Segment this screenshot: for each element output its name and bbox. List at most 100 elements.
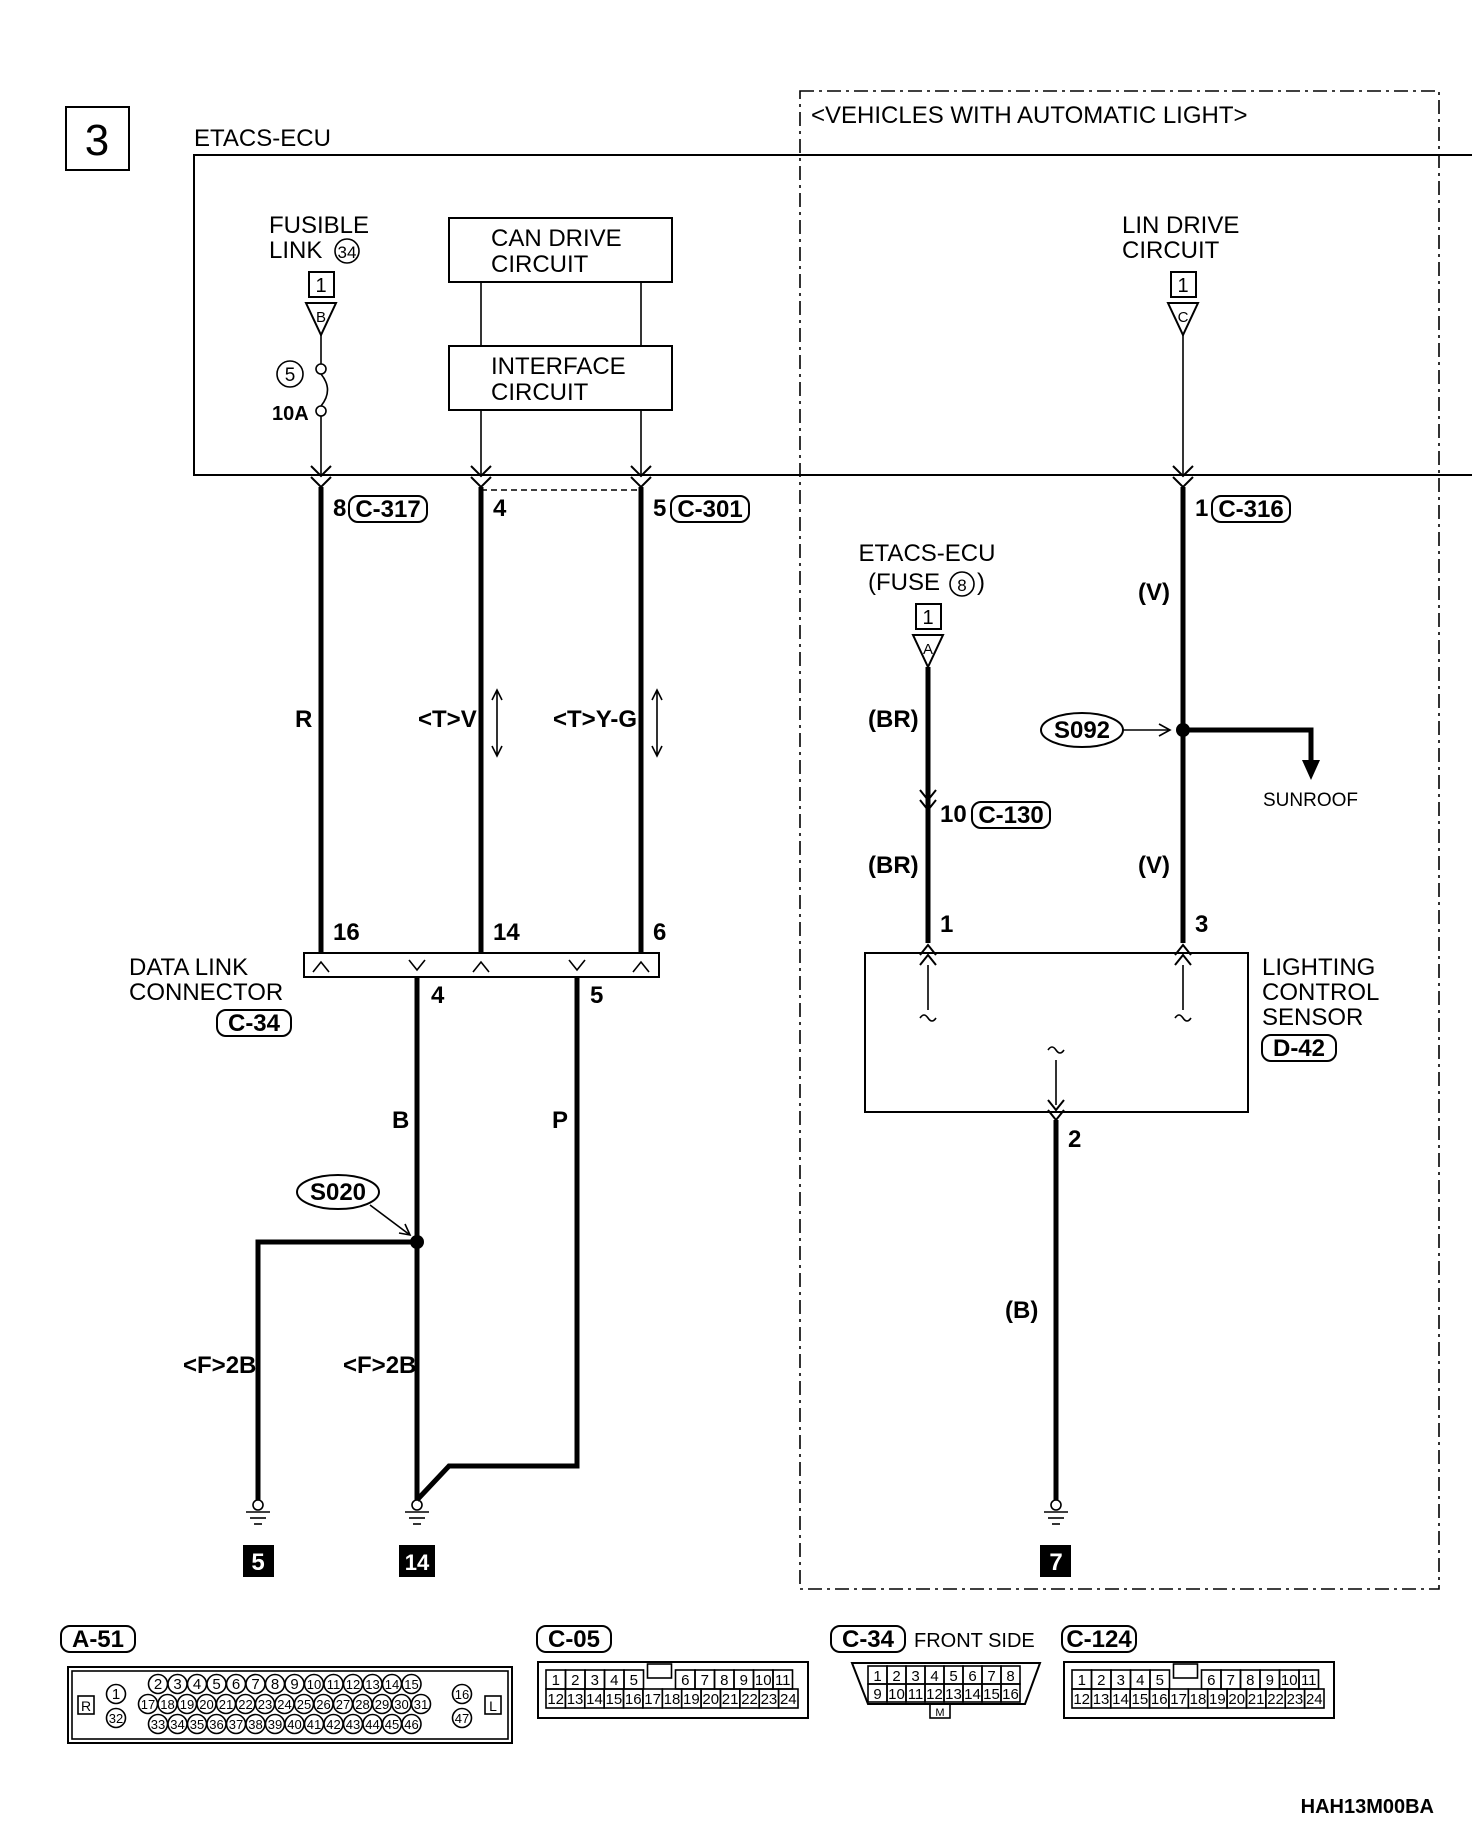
a51-pin-number: 29 — [375, 1697, 389, 1712]
c124-pins-pin-number: 20 — [1228, 1691, 1245, 1708]
a51-pin-number: 39 — [268, 1717, 282, 1732]
c05-pins-pin-number: 22 — [741, 1691, 758, 1708]
sensor-pin-1: 1 — [940, 911, 953, 938]
c34-pin-number: 8 — [1006, 1668, 1014, 1685]
fuse8-terminal-triangle — [911, 634, 945, 670]
c05-pins-pin-number: 7 — [701, 1672, 709, 1689]
a51-pin — [451, 1707, 473, 1729]
c34-pin-number: 6 — [968, 1668, 976, 1685]
c05-pins-pin-number: 12 — [547, 1691, 564, 1708]
c05-pins-pin-number: 6 — [681, 1672, 689, 1689]
c34-pin-number: 7 — [987, 1668, 995, 1685]
fusible-link-terminal-triangle — [304, 302, 338, 338]
ecu-pin-1: 1 — [1195, 495, 1208, 522]
a51-left-tag: R — [81, 1698, 91, 1714]
page-number: 3 — [85, 116, 109, 165]
c34-key-box — [929, 1703, 951, 1719]
c05-pins-pin-number: 13 — [567, 1691, 584, 1708]
ground-7-badge — [1040, 1545, 1071, 1577]
c124-pins-pin-number: 9 — [1266, 1672, 1274, 1689]
dlc-line1: DATA LINK — [129, 954, 248, 981]
c05-pins-pin-number: 14 — [586, 1691, 603, 1708]
ecu-terminal-marks — [310, 465, 1194, 489]
fusible-link: FUSIBLE LINK 34 1 B — [269, 212, 369, 338]
c124-pins-pin-number: 8 — [1246, 1672, 1254, 1689]
fusible-link-number: 34 — [338, 243, 357, 262]
fuse8-line2a: (FUSE — [868, 569, 940, 596]
fuse8-line2b: ) — [977, 569, 985, 596]
c05-pins-pin-number: 4 — [610, 1672, 618, 1689]
c124-pins-pin-number: 23 — [1287, 1691, 1304, 1708]
c124-pins-pin-number: 6 — [1207, 1672, 1215, 1689]
lin-terminal-triangle — [1166, 302, 1200, 338]
c124-pins-latch — [1172, 1663, 1199, 1679]
a51-pin-number: 38 — [248, 1717, 262, 1732]
lin-connector-box — [1170, 271, 1197, 298]
c130-pin: 10 — [940, 801, 967, 828]
c05-pins-pin-number: 24 — [780, 1691, 797, 1708]
c130-label: C-130 — [978, 802, 1043, 829]
c124-pins-pin-number: 4 — [1136, 1672, 1144, 1689]
wire-f2b-left — [255, 1239, 417, 1500]
c317-badge — [348, 495, 428, 523]
sensor-line2: CONTROL — [1262, 979, 1379, 1006]
c124-pins-pin-number: 16 — [1151, 1691, 1168, 1708]
c34-pin-cell — [1000, 1683, 1021, 1703]
ecu-pin-5: 5 — [653, 495, 666, 522]
a51-pin — [410, 1693, 432, 1715]
a51-pin-number: 32 — [109, 1711, 123, 1726]
a51-pin-number: 12 — [346, 1677, 360, 1692]
c05-pins-pin-number: 16 — [625, 1691, 642, 1708]
dlc-pin-5: 5 — [590, 982, 603, 1009]
c05-pins-pin-number: 18 — [664, 1691, 681, 1708]
fusible-link-circle — [334, 238, 360, 264]
wire-color-p: P — [552, 1107, 568, 1134]
c124-pins-pin-number: 19 — [1209, 1691, 1226, 1708]
c34-view-label: C-34 — [842, 1626, 895, 1653]
a51-pin-number: 6 — [232, 1676, 240, 1693]
s092-label: S092 — [1054, 717, 1110, 744]
a51-pin-number: 41 — [307, 1717, 321, 1732]
c34-pin-number: 15 — [983, 1686, 1000, 1703]
a51-pin-number: 44 — [365, 1717, 379, 1732]
lighting-control-sensor — [864, 943, 1249, 1122]
a51-pin — [105, 1707, 127, 1729]
wire-color-b-top: B — [392, 1107, 409, 1134]
fuse8-line1: ETACS-ECU — [859, 540, 996, 567]
interface-line2: CIRCUIT — [491, 379, 589, 406]
can-drive-line1: CAN DRIVE — [491, 225, 622, 252]
a51-left-tag-box — [77, 1695, 95, 1715]
c34-pin-number: 12 — [926, 1686, 943, 1703]
a51-pin-number: 9 — [290, 1676, 298, 1693]
c05-pins-pin-number: 2 — [571, 1672, 579, 1689]
dlc-pin-16: 16 — [333, 919, 360, 946]
fuse8-terminal: A — [923, 641, 933, 658]
dlc-pin-6: 6 — [653, 919, 666, 946]
wire-sunroof — [1183, 727, 1314, 765]
c05-pins-pin-number: 11 — [775, 1672, 791, 1689]
wire-color-v1: (V) — [1138, 579, 1170, 606]
a51-pin-number: 11 — [327, 1677, 341, 1692]
a51-pin-number: 42 — [326, 1717, 340, 1732]
fuse-number-circle — [276, 360, 304, 388]
c301-badge — [670, 495, 750, 523]
a51-pin-number: 25 — [297, 1697, 311, 1712]
fuse-number: 5 — [285, 365, 296, 386]
c05-pins-pin-number: 15 — [606, 1691, 623, 1708]
ground-14-badge — [399, 1545, 435, 1577]
ground-icon — [1044, 1499, 1068, 1525]
a51-pin-number: 36 — [209, 1717, 223, 1732]
ecu-title: ETACS-ECU — [194, 125, 331, 152]
a51-pin-number: 33 — [151, 1717, 165, 1732]
a51-pin — [401, 1713, 422, 1735]
can-drive-circuit: CAN DRIVE CIRCUIT — [448, 217, 673, 283]
fusible-link-connector-num: 1 — [315, 275, 326, 297]
c316-badge — [1211, 495, 1291, 523]
c05-pins-pin-number: 17 — [644, 1691, 661, 1708]
ground-5-badge — [243, 1545, 274, 1577]
a51-pin-number: 28 — [355, 1697, 369, 1712]
data-link-connector — [303, 952, 660, 978]
